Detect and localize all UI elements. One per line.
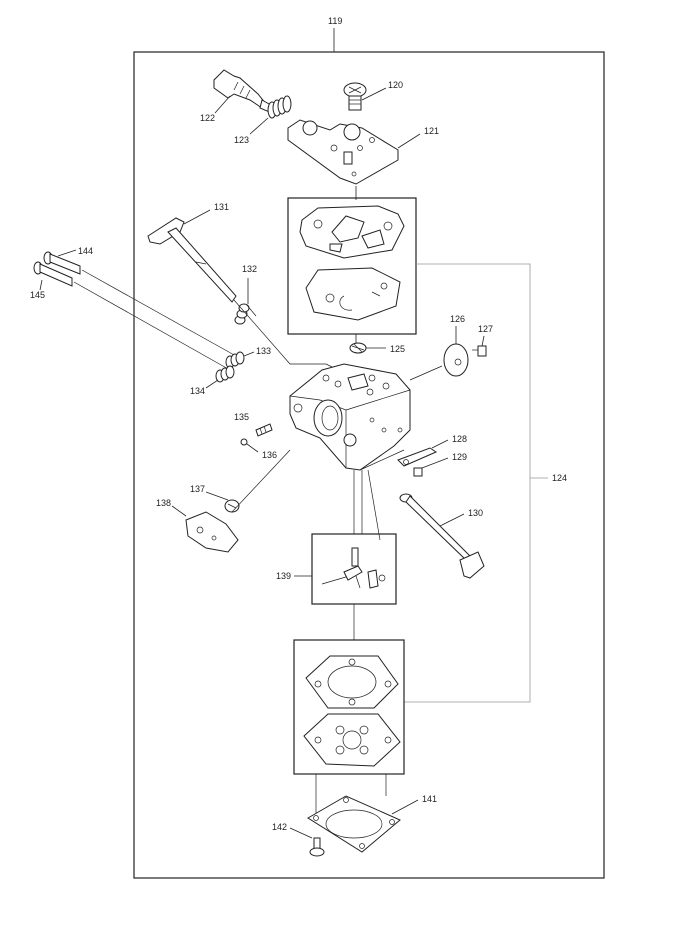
label-123: 123 [234, 135, 249, 145]
part-131-throttle-shaft [147, 217, 237, 303]
part-139-needle-lever [321, 547, 386, 589]
label-122: 122 [200, 113, 215, 123]
part-128-lever [397, 447, 438, 467]
label-144: 144 [78, 246, 93, 256]
bracket-124 [404, 263, 531, 703]
upper-gasket-kit-box [287, 197, 417, 335]
label-135: 135 [234, 412, 249, 422]
diagram-frame [133, 51, 605, 879]
part-lower-diaphragm [303, 713, 401, 767]
part-129-screw [413, 467, 423, 477]
label-133: 133 [256, 346, 271, 356]
label-125: 125 [390, 344, 405, 354]
part-142-screw [309, 837, 325, 857]
label-145: 145 [30, 290, 45, 300]
part-145-screw [33, 261, 73, 287]
label-128: 128 [452, 434, 467, 444]
lower-gasket-kit-box [293, 639, 405, 775]
part-125-filter [349, 342, 367, 354]
label-131: 131 [214, 202, 229, 212]
part-137-screw [224, 499, 240, 513]
part-122-needle-screw [213, 69, 277, 115]
label-124: 124 [552, 473, 567, 483]
part-127-screw [472, 345, 487, 357]
part-132-spring [234, 303, 257, 325]
label-132: 132 [242, 264, 257, 274]
part-135-spring [255, 423, 273, 437]
part-130-choke-shaft [399, 493, 485, 579]
part-123-spring [267, 95, 292, 119]
label-139: 139 [276, 571, 291, 581]
part-126-plate [443, 343, 469, 377]
part-141-cover [307, 795, 401, 853]
label-142: 142 [272, 822, 287, 832]
part-133-spring [225, 351, 245, 369]
label-136: 136 [262, 450, 277, 460]
label-134: 134 [190, 386, 205, 396]
label-127: 127 [478, 324, 493, 334]
part-upper-diaphragm [305, 267, 401, 321]
part-lower-gasket [305, 655, 399, 709]
label-130: 130 [468, 508, 483, 518]
part-upper-gasket [299, 205, 405, 259]
part-carburetor-body [289, 363, 411, 471]
label-119: 119 [328, 16, 342, 26]
part-138-plate [185, 511, 239, 553]
label-120: 120 [388, 80, 403, 90]
label-138: 138 [156, 498, 171, 508]
label-126: 126 [450, 314, 465, 324]
part-134-spring [215, 365, 235, 383]
label-141: 141 [422, 794, 437, 804]
label-137: 137 [190, 484, 205, 494]
part-136-ball [240, 438, 248, 446]
label-129: 129 [452, 452, 467, 462]
part-144-screw [43, 251, 81, 275]
part-121-cover [287, 119, 399, 185]
label-121: 121 [424, 126, 439, 136]
part-120-screw [343, 82, 367, 111]
